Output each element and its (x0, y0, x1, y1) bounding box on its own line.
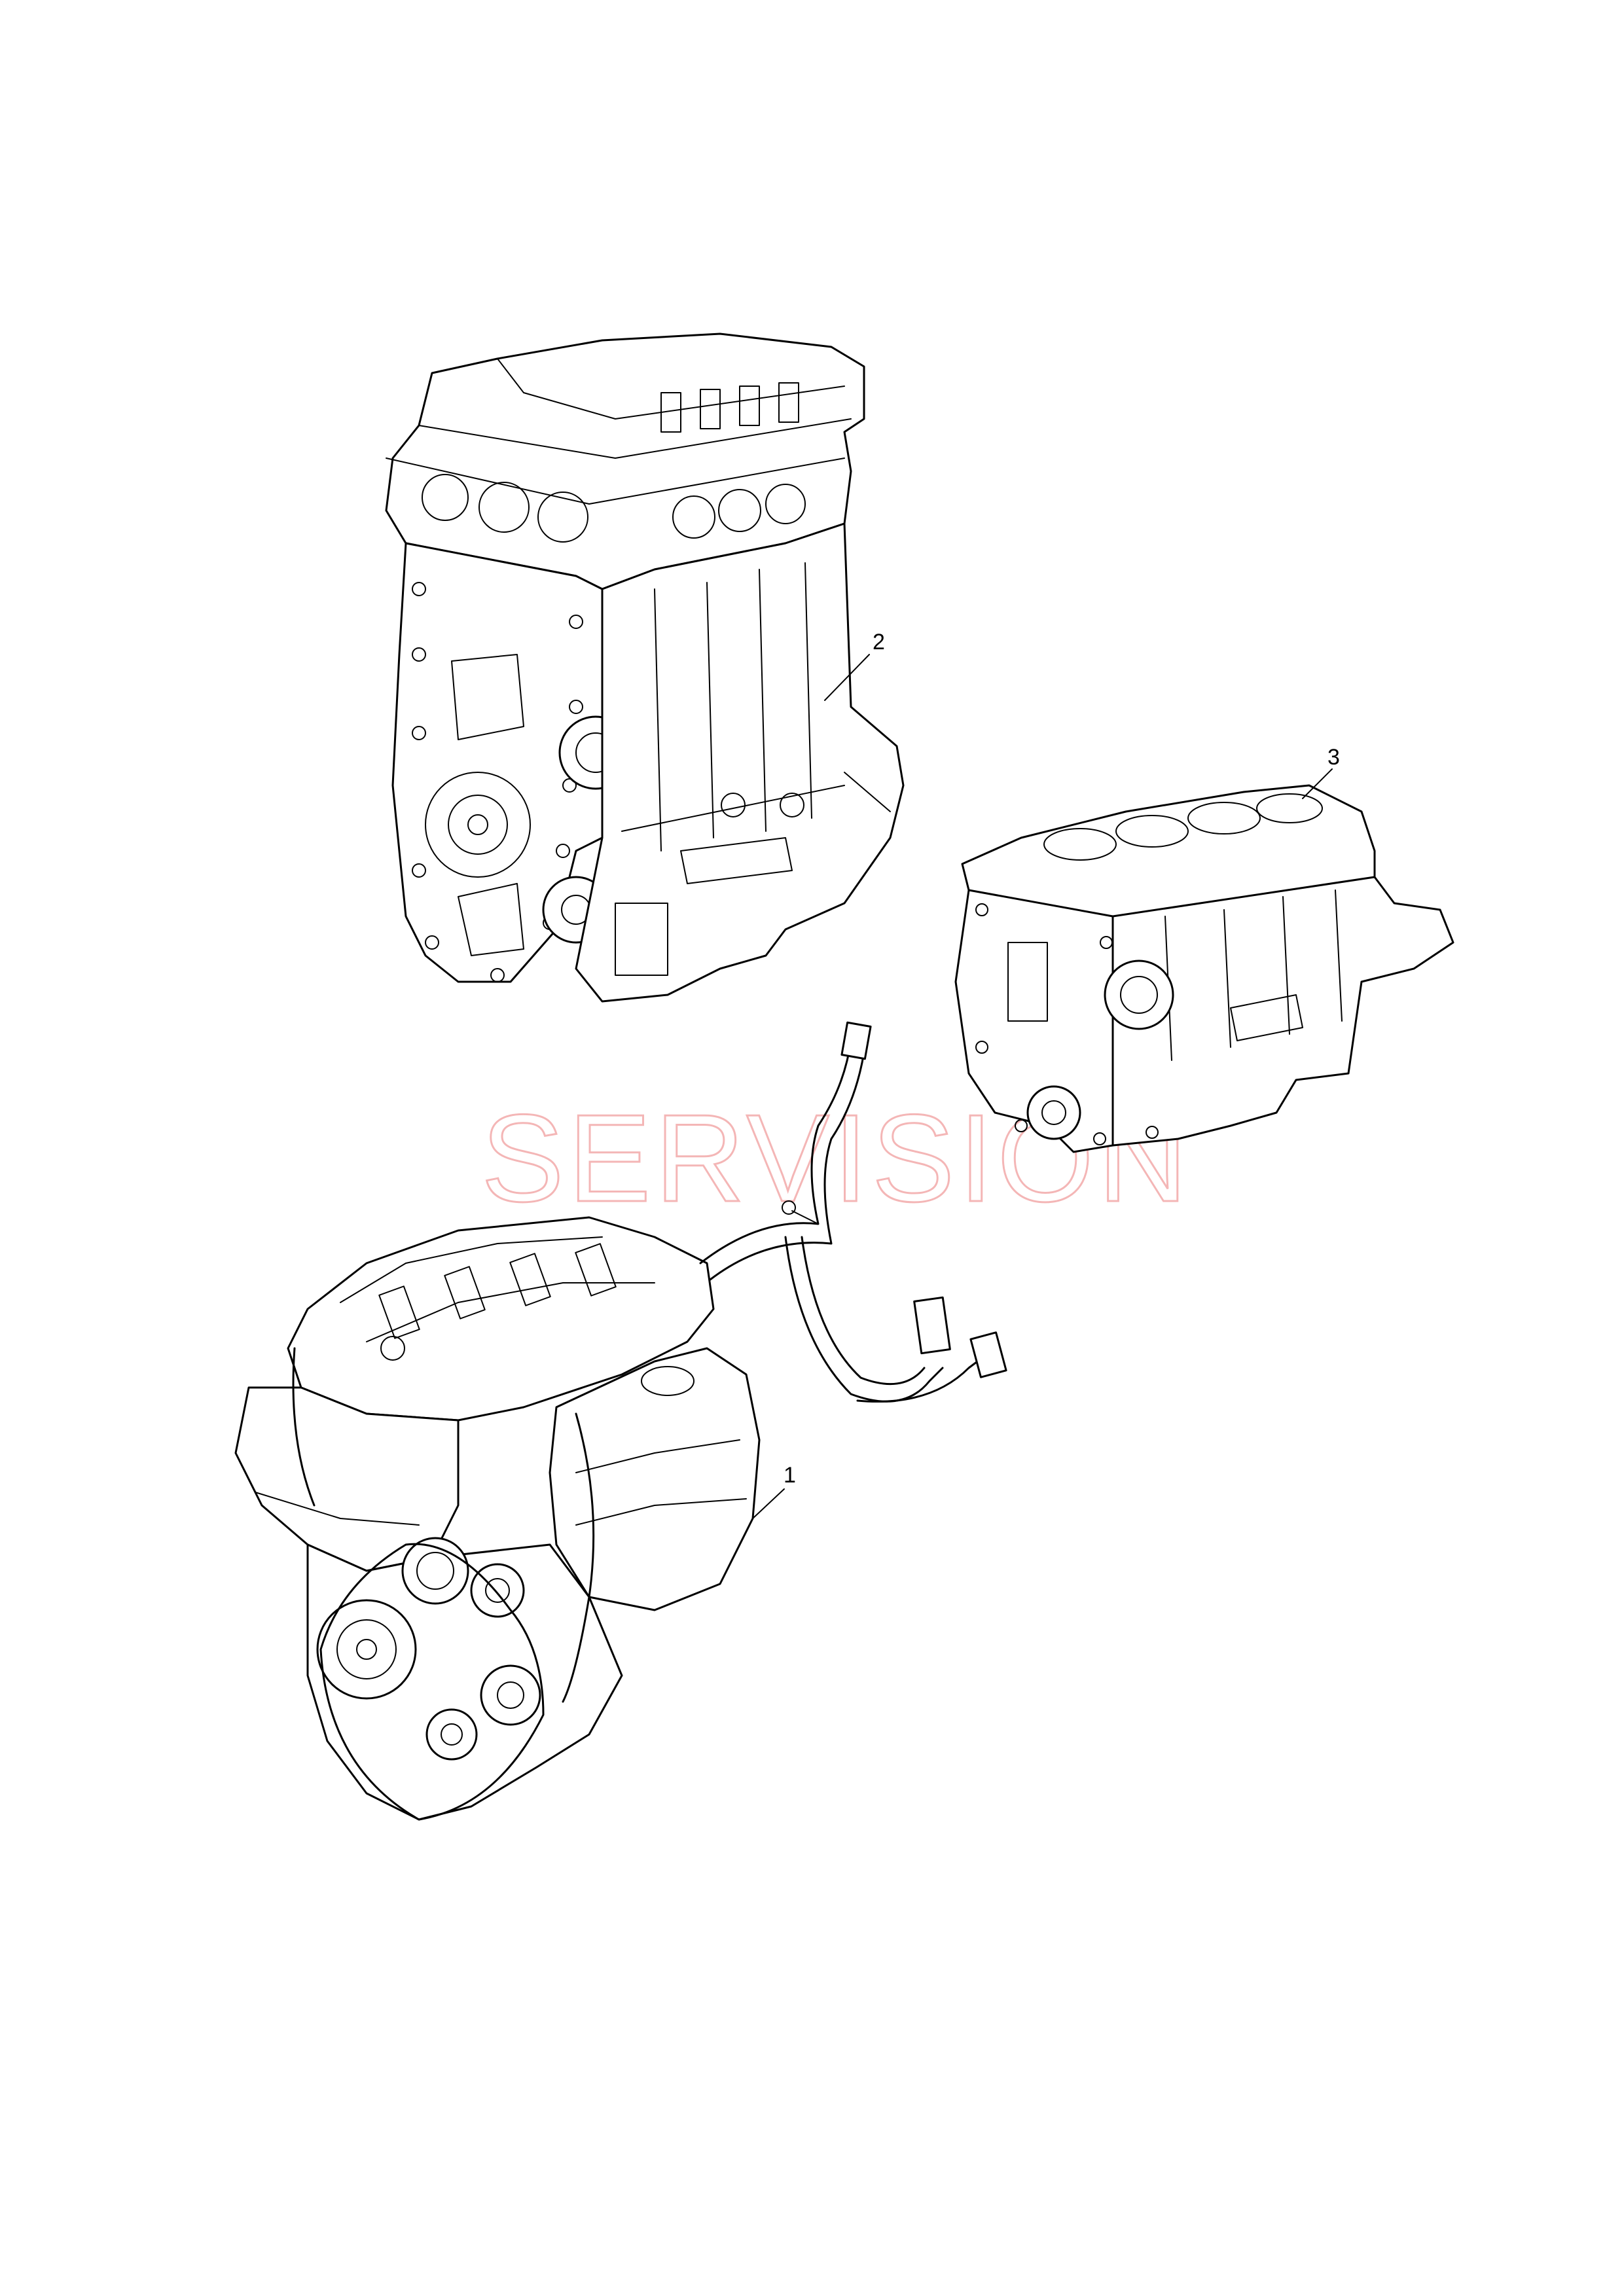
callout-3-leader (1302, 768, 1333, 799)
callout-3-label: 3 (1327, 745, 1340, 770)
wiring-harness-illustration (699, 1021, 1007, 1403)
engine-assembly-illustration (234, 1216, 761, 1821)
callout-2-leader (824, 654, 870, 701)
callout-1-leader (752, 1488, 785, 1519)
long-block-illustration (385, 332, 905, 1003)
callout-2-label: 2 (873, 630, 885, 655)
callout-1-label: 1 (784, 1463, 796, 1488)
short-block-illustration (954, 784, 1454, 1153)
